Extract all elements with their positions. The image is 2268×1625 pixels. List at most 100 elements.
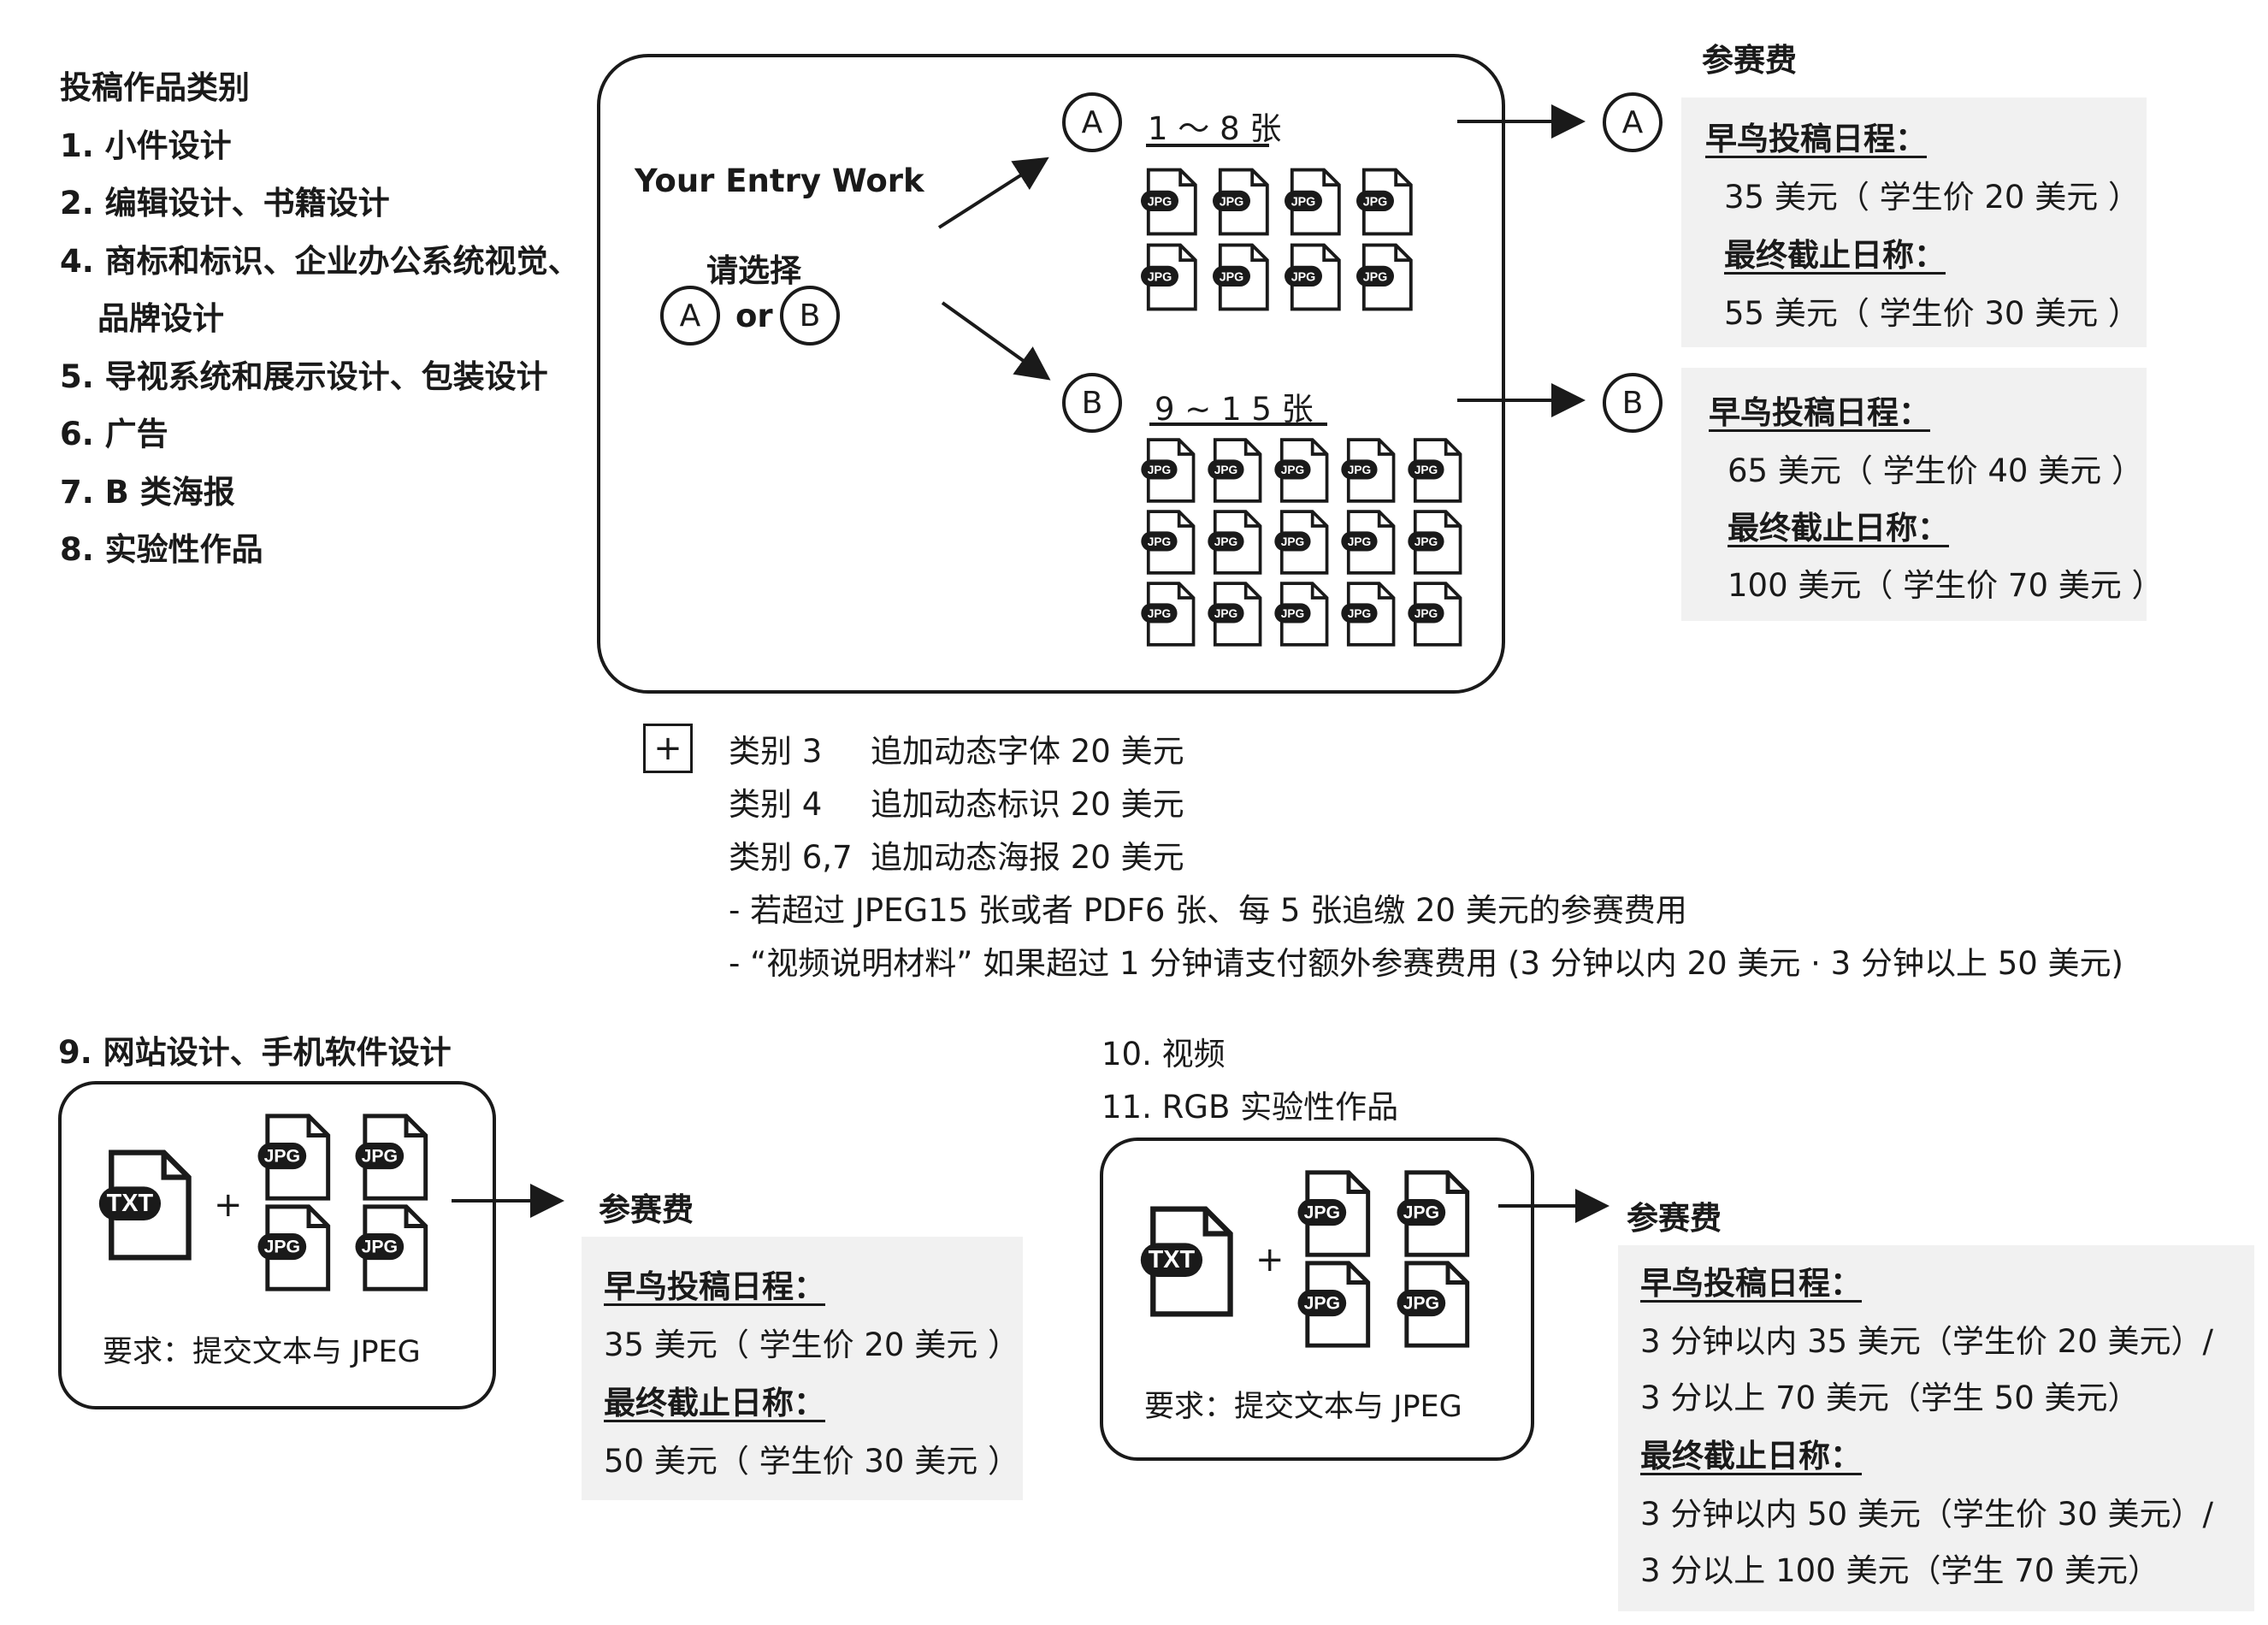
svg-text:JPG: JPG	[1403, 1293, 1440, 1314]
category-item: 1. 小件设计	[60, 127, 232, 164]
svg-text:JPG: JPG	[1220, 270, 1244, 284]
fee-b-badge: B	[1603, 373, 1663, 433]
category-item: 8. 实验性作品	[60, 531, 263, 568]
option-b-badge: B	[1062, 373, 1122, 433]
svg-text:JPG: JPG	[1363, 270, 1388, 284]
svg-text:JPG: JPG	[1148, 607, 1171, 620]
svg-text:JPG: JPG	[1363, 195, 1388, 209]
category-item: 2. 编辑设计、书籍设计	[60, 185, 390, 222]
section10-early-value: 3 分钟以内 35 美元（学生价 20 美元）/	[1640, 1323, 2213, 1360]
jpg-file-icon: JPG	[355, 1204, 428, 1291]
svg-text:JPG: JPG	[1281, 464, 1304, 476]
svg-text:JPG: JPG	[1304, 1202, 1341, 1223]
txt-file-icon: TXT	[98, 1149, 192, 1261]
svg-text:JPG: JPG	[264, 1237, 301, 1257]
section9-early-label: 早鸟投稿日程：	[604, 1268, 825, 1305]
fee-a-early-value: 35 美元（ 学生价 20 美元 ）	[1724, 179, 2140, 216]
jpg-file-icon: JPG	[1408, 510, 1462, 575]
svg-text:JPG: JPG	[1348, 607, 1371, 620]
svg-text:JPG: JPG	[1291, 195, 1316, 209]
section10-early-value: 3 分以上 70 美元（学生 50 美元）	[1640, 1380, 2140, 1416]
jpg-file-icon: JPG	[1341, 510, 1396, 575]
jpg-file-icon: JPG	[257, 1114, 331, 1201]
option-b-underline	[1149, 422, 1327, 426]
svg-text:JPG: JPG	[1304, 1293, 1341, 1314]
category-item: 6. 广告	[60, 416, 168, 452]
jpg-file-icon: JPG	[1408, 438, 1462, 503]
jpg-file-icon: JPG	[1285, 168, 1341, 236]
fee-a-panel	[1681, 98, 2147, 347]
jpg-file-icon: JPG	[1285, 243, 1341, 311]
jpg-file-icon: JPG	[1274, 510, 1329, 575]
jpg-file-icon: JPG	[1341, 582, 1396, 647]
section9-title: 9. 网站设计、手机软件设计	[58, 1034, 452, 1071]
plus-icon: +	[643, 724, 693, 773]
jpg-file-icon: JPG	[1141, 438, 1196, 503]
svg-text:JPG: JPG	[1403, 1202, 1440, 1223]
category-list-title: 投稿作品类别	[60, 69, 250, 106]
fee-b-early-value: 65 美元（ 学生价 40 美元 ）	[1728, 452, 2143, 489]
svg-text:JPG: JPG	[1148, 195, 1172, 209]
category-item: 品牌设计	[97, 300, 224, 337]
svg-text:TXT: TXT	[1149, 1246, 1196, 1273]
jpg-file-icon: JPG	[1341, 438, 1396, 503]
section9-final-value: 50 美元（ 学生价 30 美元 ）	[604, 1443, 1019, 1480]
section10-early-label: 早鸟投稿日程：	[1640, 1265, 1862, 1302]
fee-a-final-label: 最终截止日称：	[1724, 237, 1946, 274]
section10-fees-title: 参赛费	[1627, 1200, 1722, 1237]
jpg-file-icon: JPG	[1274, 582, 1329, 647]
fee-b-early-label: 早鸟投稿日程：	[1709, 394, 1930, 431]
section9-requirement: 要求：提交文本与 JPEG	[103, 1335, 421, 1369]
arrow-to-b	[941, 301, 1051, 381]
section9-fees-title: 参赛费	[599, 1191, 694, 1228]
category-item: 7. B 类海报	[60, 474, 235, 511]
category-item: 5. 导视系统和展示设计、包装设计	[60, 358, 548, 395]
svg-text:TXT: TXT	[107, 1190, 154, 1217]
jpg-file-icon: JPG	[1141, 510, 1196, 575]
section11-title: 11. RGB 实验性作品	[1102, 1089, 1399, 1126]
svg-text:JPG: JPG	[1148, 535, 1171, 548]
section10-final-label: 最终截止日称：	[1640, 1438, 1862, 1474]
svg-text:JPG: JPG	[1291, 270, 1316, 284]
fee-b-final-value: 100 美元（ 学生价 70 美元 ）	[1728, 567, 2164, 604]
jpg-file-icon: JPG	[1141, 168, 1197, 236]
jpg-file-icon: JPG	[1356, 243, 1413, 311]
svg-text:JPG: JPG	[1220, 195, 1244, 209]
svg-text:JPG: JPG	[1348, 464, 1371, 476]
svg-text:JPG: JPG	[1415, 464, 1438, 476]
fee-a-badge: A	[1603, 92, 1663, 152]
extra-cat: 类别 3	[729, 733, 823, 770]
jpg-file-icon: JPG	[257, 1204, 331, 1291]
svg-text:JPG: JPG	[362, 1237, 399, 1257]
jpg-file-icon: JPG	[355, 1114, 428, 1201]
fee-b-final-label: 最终截止日称：	[1728, 510, 1949, 547]
arrow-to-a	[937, 157, 1049, 229]
jpg-file-icon: JPG	[1397, 1261, 1470, 1348]
section10-title: 10. 视频	[1102, 1036, 1226, 1072]
extra-desc: 追加动态字体 20 美元	[871, 733, 1184, 770]
svg-text:JPG: JPG	[1214, 464, 1237, 476]
jpg-file-icon: JPG	[1213, 243, 1269, 311]
jpg-file-icon: JPG	[1208, 582, 1262, 647]
svg-text:JPG: JPG	[1214, 535, 1237, 548]
option-b-circle: B	[780, 286, 840, 346]
or-label: or	[735, 298, 773, 334]
extra-cat: 类别 6,7	[729, 839, 853, 876]
jpg-file-icon: JPG	[1408, 582, 1462, 647]
option-a-circle: A	[660, 286, 720, 346]
section10-requirement: 要求：提交文本与 JPEG	[1144, 1390, 1462, 1424]
jpg-file-icon: JPG	[1297, 1261, 1371, 1348]
extra-cat: 类别 4	[729, 786, 823, 823]
section9-final-label: 最终截止日称：	[604, 1385, 825, 1421]
fee-a-final-value: 55 美元（ 学生价 30 美元 ）	[1724, 295, 2140, 332]
jpg-file-icon: JPG	[1141, 243, 1197, 311]
txt-file-icon: TXT	[1140, 1206, 1233, 1317]
fee-b-panel	[1681, 368, 2147, 621]
option-a-count: 1 ～ 8 张	[1148, 110, 1282, 147]
svg-text:JPG: JPG	[1415, 535, 1438, 548]
svg-text:JPG: JPG	[362, 1146, 399, 1167]
section9-early-value: 35 美元（ 学生价 20 美元 ）	[604, 1327, 1019, 1363]
fees-title: 参赛费	[1702, 42, 1797, 79]
jpg-file-icon: JPG	[1213, 168, 1269, 236]
